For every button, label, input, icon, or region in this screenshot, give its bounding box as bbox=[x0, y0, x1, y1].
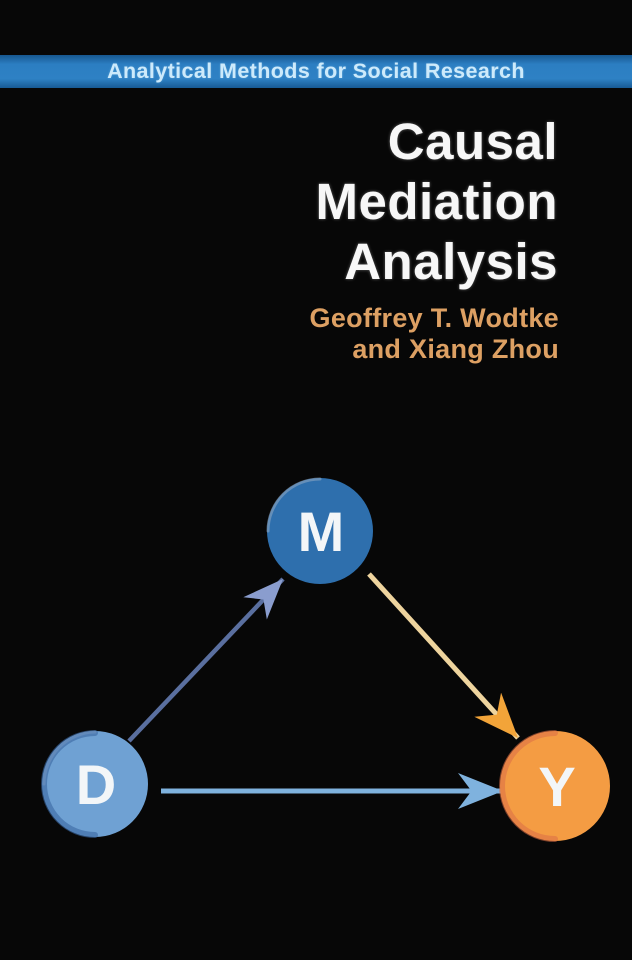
node-m-label: M bbox=[298, 500, 345, 563]
node-d-circle bbox=[42, 731, 148, 837]
series-banner-label: Analytical Methods for Social Research bbox=[107, 59, 525, 83]
node-y-label: Y bbox=[538, 755, 575, 818]
edge-m-to-y bbox=[367, 572, 520, 740]
node-m-rim-highlight bbox=[266, 477, 322, 533]
node-y-rim-shadow bbox=[499, 730, 558, 842]
title-line-1: Causal bbox=[387, 113, 558, 170]
title-line-2: Mediation bbox=[315, 173, 558, 230]
series-banner: Analytical Methods for Social Research bbox=[0, 55, 632, 88]
author-line-2: and Xiang Zhou bbox=[352, 334, 559, 364]
book-title: Causal Mediation Analysis bbox=[316, 112, 559, 292]
book-authors: Geoffrey T. Wodtke and Xiang Zhou bbox=[310, 303, 559, 365]
title-line-3: Analysis bbox=[344, 233, 558, 290]
author-line-1: Geoffrey T. Wodtke bbox=[309, 303, 559, 333]
node-d-rim-shadow bbox=[41, 730, 98, 838]
node-y-circle bbox=[500, 731, 610, 841]
edge-d-to-m bbox=[127, 577, 285, 743]
node-m-circle bbox=[267, 478, 373, 584]
node-d-label: D bbox=[76, 753, 116, 816]
